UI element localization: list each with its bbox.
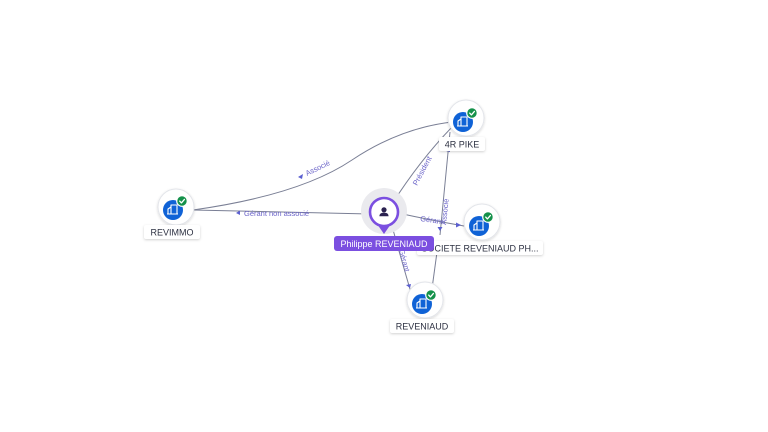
building-icon bbox=[473, 220, 484, 231]
company-node-reveniaud[interactable]: REVENIAUD bbox=[390, 281, 454, 333]
verified-check-icon bbox=[425, 289, 437, 301]
building-icon bbox=[457, 116, 468, 127]
verified-check-icon bbox=[466, 107, 478, 119]
company-label-societe: SOCIETE REVENIAUD PH... bbox=[421, 244, 538, 254]
person-label: Philippe REVENIAUD bbox=[340, 239, 428, 249]
company-label-reveniaud: REVENIAUD bbox=[396, 322, 449, 332]
company-node-societe[interactable]: SOCIETE REVENIAUD PH... bbox=[417, 203, 543, 255]
person-icon bbox=[379, 207, 389, 217]
building-icon bbox=[416, 298, 427, 309]
edge-philippe-societe[interactable]: Gérant bbox=[397, 212, 465, 228]
company-label-4rpike: 4R PIKE bbox=[445, 140, 480, 150]
verified-check-icon bbox=[482, 211, 494, 223]
edge-label-philippe-reveniaud: Gérant bbox=[397, 248, 412, 273]
edge-label-4rpike-societe: Associé bbox=[439, 198, 451, 225]
edge-label-philippe-4rpike: Président bbox=[411, 154, 434, 187]
edge-revimmo-4rpike[interactable]: Associé bbox=[192, 121, 453, 211]
edge-philippe-revimmo[interactable]: Gérant non associé bbox=[192, 209, 371, 218]
company-node-revimmo[interactable]: REVIMMO bbox=[144, 188, 200, 239]
edge-label-philippe-societe: Gérant bbox=[420, 214, 445, 226]
company-label-revimmo: REVIMMO bbox=[150, 228, 193, 238]
edge-label-philippe-revimmo: Gérant non associé bbox=[244, 209, 309, 218]
verified-check-icon bbox=[176, 195, 188, 207]
edge-label-revimmo-4rpike: Associé bbox=[304, 158, 332, 178]
building-icon bbox=[167, 204, 178, 215]
company-node-4rpike[interactable]: 4R PIKE bbox=[439, 99, 485, 151]
person-node-philippe[interactable]: Philippe REVENIAUD bbox=[334, 188, 434, 251]
